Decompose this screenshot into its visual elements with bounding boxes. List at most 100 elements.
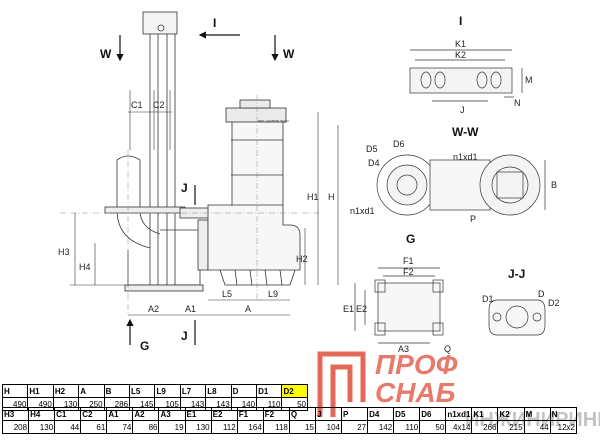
dim-n1xd1-label-top: n1xd1 [453,152,478,162]
dim-d-label: D [538,289,545,299]
table-header-cell: D2 [281,384,308,398]
table-cell: 112 [210,420,238,434]
dim-m-label: M [525,75,533,85]
dim-h-label: H [328,192,335,202]
dim-k1-label: K1 [455,39,466,49]
dim-n1xd1-label: n1xd1 [350,206,375,216]
table-cell: 27 [341,420,369,434]
view-i-drawing [409,49,523,102]
table-cell: 130 [28,420,56,434]
dim-l5-label: L5 [222,289,232,299]
table-header-cell: F1 [236,407,264,421]
table-header-cell: E1 [184,407,212,421]
dim-h4-label: H4 [79,262,91,272]
dim-l9-label: L9 [268,289,278,299]
table-cell: 118 [262,420,290,434]
table-cell: 12x2 [549,420,578,434]
table-cell: 44 [523,420,551,434]
view-ww-title: W-W [452,125,479,139]
dim-d4-label: D4 [368,158,380,168]
view-j-marker-bottom: J [181,329,188,343]
table-cell: 266 [471,420,499,434]
table-header-cell: K1 [471,407,499,421]
view-g-marker: G [140,339,149,353]
table-cell: 130 [184,420,212,434]
table-cell: 19 [158,420,186,434]
dim-a1-label: A1 [185,304,196,314]
table-header-cell: L5 [129,384,156,398]
pump-drawing: C1 C2 H3 H4 H1 H H2 A2 A1 A L5 L9 мин. у… [58,11,560,354]
dim-b-label: B [551,180,557,190]
dim-d6-label: D6 [393,139,405,149]
dim-h2-label: H2 [296,254,308,264]
view-ww-drawing [376,154,546,216]
table-cell: 74 [106,420,134,434]
view-w-marker-right: W [283,47,295,61]
table-cell: 142 [367,420,395,434]
table-header-cell: H3 [1,407,30,421]
dim-f2-label: F2 [403,267,414,277]
dim-q-label: Q [444,344,451,354]
view-j-marker-top: J [181,181,188,195]
dim-p-label: P [470,214,476,224]
dim-n-label: N [514,98,521,108]
view-jj-drawing [488,299,546,336]
table-header-cell: F2 [262,407,290,421]
dim-a3-label: A3 [398,344,409,354]
table-header-cell: C1 [54,407,82,421]
table-header-cell: P [341,407,369,421]
table-header-cell: A [78,384,105,398]
table-cell: 61 [80,420,108,434]
view-i-title: I [459,14,462,28]
table-cell: 110 [393,420,421,434]
table-header-cell: L9 [154,384,181,398]
dim-d1-label: D1 [482,294,494,304]
table-header-cell: D [230,384,258,398]
view-g-title: G [406,232,415,246]
dim-k2-label: K2 [455,50,466,60]
dim-c2-label: C2 [153,100,165,110]
table-cell: 104 [314,420,343,434]
water-level-note: мин. уровень воды [258,119,289,123]
table-cell: 15 [288,420,316,434]
table-header-cell: J [314,407,343,421]
table-cell: 164 [236,420,264,434]
dim-a-label: A [245,304,251,314]
table-header-cell: D6 [419,407,447,421]
dim-h1-label: H1 [307,192,319,202]
table-header-cell: n1xd1 [445,407,473,421]
table-header-cell: M [523,407,551,421]
dim-d2-label: D2 [548,298,560,308]
dim-a2-label: A2 [148,304,159,314]
table-header-cell: E2 [210,407,238,421]
table-header-cell: A1 [106,407,134,421]
dim-f1-label: F1 [403,256,414,266]
table-cell: 215 [497,420,525,434]
dim-e2-label: E2 [356,304,367,314]
dim-e1-label: E1 [343,304,354,314]
table-header-cell: D1 [256,384,283,398]
table-header-cell: B [103,384,131,398]
table-cell: 50 [419,420,447,434]
table-header-cell: K2 [497,407,525,421]
dim-j-label: J [460,105,465,115]
table-header-cell: C2 [80,407,108,421]
view-i-marker: I [213,16,216,30]
table-header-cell: D4 [367,407,395,421]
table-header-cell: L8 [205,384,232,398]
table-header-cell: H1 [27,384,54,398]
view-g-drawing [354,267,444,344]
table-cell: 86 [132,420,160,434]
table-header-cell: A3 [158,407,186,421]
table-header-cell: D5 [393,407,421,421]
table-header-cell: H2 [52,384,80,398]
logo-line2: СНАБ [375,377,456,408]
side-view [104,11,301,292]
table-header-cell: Q [288,407,316,421]
table-cell: 44 [54,420,82,434]
table-cell: 208 [1,420,30,434]
